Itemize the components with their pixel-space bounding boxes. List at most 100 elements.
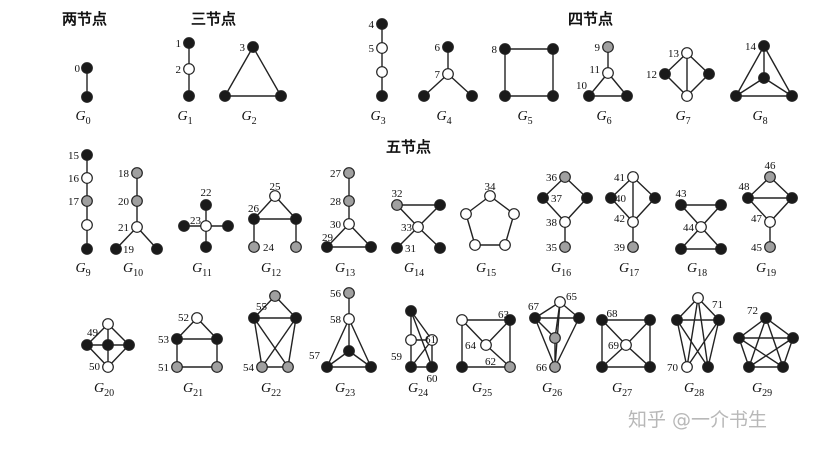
graph-node <box>442 68 454 80</box>
graph-node <box>102 361 114 373</box>
graph-node <box>290 312 302 324</box>
graph-node <box>365 241 377 253</box>
graph-edge <box>707 319 720 368</box>
graph-node <box>102 318 114 330</box>
node-label: 16 <box>68 173 80 185</box>
node-label: 19 <box>123 244 135 256</box>
graph-node <box>418 90 430 102</box>
graph-node <box>627 241 639 253</box>
graph-node <box>405 305 417 317</box>
graph-node <box>426 361 438 373</box>
graph-caption: G13 <box>335 261 355 279</box>
graph-node <box>743 361 755 373</box>
node-label: 13 <box>668 48 680 60</box>
graph-node <box>499 90 511 102</box>
graph-caption: G6 <box>596 109 611 127</box>
node-label: 47 <box>751 213 763 225</box>
graph-node <box>715 199 727 211</box>
graph-caption: G8 <box>752 109 767 127</box>
graph-node <box>504 361 516 373</box>
node-label: 46 <box>765 160 777 172</box>
graph-node <box>644 314 656 326</box>
graph-node <box>321 361 333 373</box>
node-label: 14 <box>745 41 757 53</box>
node-label: 64 <box>465 340 477 352</box>
graph-edge <box>554 317 580 368</box>
node-label: 4 <box>369 19 375 31</box>
node-label: 10 <box>576 80 588 92</box>
node-label: 32 <box>392 188 403 200</box>
node-label: 58 <box>330 314 342 326</box>
node-label: 66 <box>536 362 548 374</box>
graph-caption: G28 <box>684 381 704 399</box>
graph-node <box>644 361 656 373</box>
node-label: 20 <box>118 196 130 208</box>
graph-node <box>675 199 687 211</box>
node-label: 33 <box>401 222 413 234</box>
node-label: 3 <box>240 42 246 54</box>
graph-node <box>573 312 585 324</box>
graph-g5: 8G5 <box>492 43 559 127</box>
header-three-nodes: 三节点 <box>191 10 236 28</box>
graph-edge <box>348 318 372 368</box>
graph-edge <box>252 46 282 97</box>
node-label: 36 <box>546 172 558 184</box>
node-label: 25 <box>270 181 282 193</box>
graph-node <box>376 66 388 78</box>
header-four-nodes: 四节点 <box>568 10 613 28</box>
node-label: 69 <box>608 340 620 352</box>
graph-node <box>81 339 93 351</box>
node-label: 2 <box>176 64 182 76</box>
graph-caption: G22 <box>261 381 281 399</box>
graph-node <box>81 149 93 161</box>
graph-node <box>343 287 355 299</box>
graph-node <box>499 239 511 251</box>
header-two-nodes: 两节点 <box>62 10 107 28</box>
graph-node <box>269 290 281 302</box>
node-label: 61 <box>425 334 436 346</box>
graph-caption: G12 <box>261 261 281 279</box>
graph-caption: G1 <box>177 109 192 127</box>
graph-node <box>504 314 516 326</box>
node-label: 57 <box>309 350 321 362</box>
graph-node <box>547 90 559 102</box>
graph-node <box>596 361 608 373</box>
node-label: 31 <box>405 243 416 255</box>
graph-node <box>605 192 617 204</box>
graph-caption: G27 <box>612 381 632 399</box>
graph-node <box>81 195 93 207</box>
graph-caption: G11 <box>192 261 212 279</box>
node-label: 62 <box>485 356 496 368</box>
node-label: 7 <box>435 69 441 81</box>
graph-node <box>81 62 93 74</box>
graph-caption: G15 <box>476 261 496 279</box>
graph-node <box>434 242 446 254</box>
node-label: 50 <box>89 361 101 373</box>
graph-node <box>256 361 268 373</box>
graph-node <box>343 313 355 325</box>
graph-node <box>248 312 260 324</box>
graph-node <box>222 220 234 232</box>
graph-node <box>480 339 492 351</box>
graph-node <box>764 171 776 183</box>
graph-edge <box>738 337 784 368</box>
graph-node <box>499 43 511 55</box>
graph-node <box>442 41 454 53</box>
graph-node <box>151 243 163 255</box>
graph-node <box>602 67 614 79</box>
graph-edge <box>410 310 433 341</box>
graph-node <box>200 220 212 232</box>
graph-node <box>102 339 114 351</box>
header-five-nodes: 五节点 <box>386 138 431 156</box>
node-label: 43 <box>676 188 688 200</box>
graph-caption: G7 <box>675 109 690 127</box>
graph-node <box>549 332 561 344</box>
graph-node <box>484 190 496 202</box>
